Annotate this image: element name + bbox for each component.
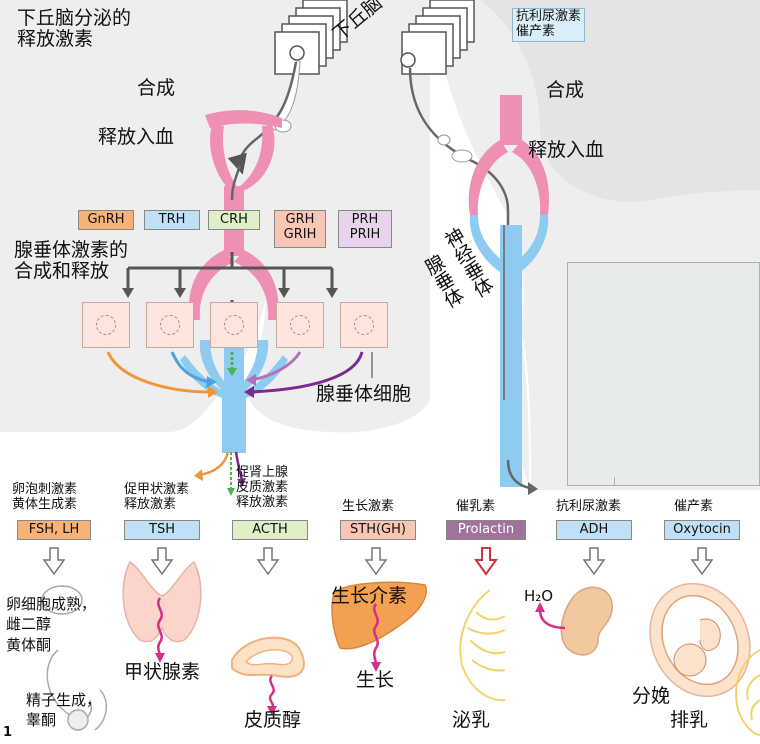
liver bbox=[331, 581, 427, 650]
releasing-hormone-crh: CRH bbox=[208, 210, 260, 230]
release-into-blood-left: 释放入血 bbox=[98, 126, 175, 148]
synthesis-label-left: 合成 bbox=[137, 77, 176, 99]
synthesis-label-right: 合成 bbox=[546, 79, 585, 101]
release-into-blood-right: 释放入血 bbox=[528, 139, 605, 161]
adrenal-gland bbox=[231, 636, 305, 678]
mammary-gland-right bbox=[735, 649, 760, 736]
branch-arrows bbox=[126, 252, 334, 292]
hormone-title-prolactin: 催乳素 bbox=[456, 499, 496, 514]
adh-oxytocin-box: 抗利尿激素 催产素 bbox=[512, 8, 586, 42]
mammary-gland bbox=[459, 589, 506, 702]
adrenal-wavy-arrow bbox=[268, 675, 275, 709]
adenohypophysis-synthesis-label: 腺垂体激素的 合成和释放 bbox=[14, 239, 129, 282]
cortisol-label: 皮质醇 bbox=[244, 709, 302, 731]
ovary-effect-label: 卵细胞成熟， 雌二醇 黄体酮 bbox=[6, 595, 97, 654]
gonad-sketches bbox=[41, 585, 107, 731]
hypothalamus-neurons-right bbox=[400, 0, 475, 75]
hormone-box-oxytocin: Oxytocin bbox=[664, 520, 740, 540]
adenohypophysis-cells-label: 腺垂体细胞 bbox=[316, 383, 412, 405]
hormone-title-adh: 抗利尿激素 bbox=[556, 499, 622, 514]
hypothalamus-neurons-left bbox=[274, 0, 348, 75]
lactation-label: 泌乳 bbox=[452, 709, 491, 731]
pituitary-cell bbox=[146, 302, 194, 348]
figure-number: 1 bbox=[3, 725, 13, 740]
hormone-box-adh: ADH bbox=[556, 520, 632, 540]
pituitary-cell bbox=[340, 302, 388, 348]
hormone-title-fsh-lh: 卵泡刺激素 黄体生成素 bbox=[12, 482, 78, 512]
occlusion-panel bbox=[567, 262, 760, 486]
hollow-arrows bbox=[42, 547, 714, 576]
delivery-label: 分娩 bbox=[632, 685, 671, 707]
prolactin-arrow bbox=[474, 547, 498, 576]
pituitary-cell bbox=[276, 302, 324, 348]
hypothalamic-releasing-label: 下丘脑分泌的 释放激素 bbox=[17, 7, 132, 50]
somatomedin-label: 生长介素 bbox=[331, 585, 408, 607]
hormone-title-oxytocin: 催产素 bbox=[674, 499, 714, 514]
liver-wavy-arrow bbox=[372, 603, 379, 665]
pituitary-cell bbox=[210, 302, 258, 348]
releasing-hormone-gnrh: GnRH bbox=[78, 210, 134, 230]
uterus-fetus bbox=[649, 582, 751, 698]
releasing-hormone-trh: TRH bbox=[144, 210, 200, 230]
kidney bbox=[560, 586, 613, 656]
water-label: H₂O bbox=[524, 587, 554, 605]
pituitary-cell bbox=[82, 302, 130, 348]
thyroid-wavy-arrow bbox=[156, 597, 163, 657]
right-lobe-inner bbox=[480, 0, 760, 202]
releasing-hormone-prh-prih: PRH PRIH bbox=[338, 210, 392, 248]
thyroid-hormone-label: 甲状腺素 bbox=[124, 661, 201, 683]
hormone-box-fsh-lh: FSH, LH bbox=[17, 520, 91, 540]
water-arrow bbox=[538, 609, 566, 630]
hormone-title-acth: 促肾上腺 皮质激素 释放激素 bbox=[236, 465, 289, 510]
growth-label: 生长 bbox=[356, 669, 395, 691]
milk-ejection-label: 排乳 bbox=[670, 709, 709, 731]
hormone-box-sth: STH(GH) bbox=[340, 520, 416, 540]
portal-vessel-right bbox=[468, 95, 550, 487]
hormone-title-tsh: 促甲状激素 释放激素 bbox=[124, 482, 190, 512]
hormone-title-sth: 生长激素 bbox=[342, 499, 395, 514]
hormone-box-prolactin: Prolactin bbox=[446, 520, 526, 540]
testis-effect-label: 精子生成， 睾酮 bbox=[26, 691, 102, 730]
releasing-hormone-grh-grih: GRH GRIH bbox=[274, 210, 326, 248]
thyroid-gland bbox=[122, 560, 202, 643]
hormone-box-tsh: TSH bbox=[124, 520, 200, 540]
hormone-box-acth: ACTH bbox=[232, 520, 308, 540]
